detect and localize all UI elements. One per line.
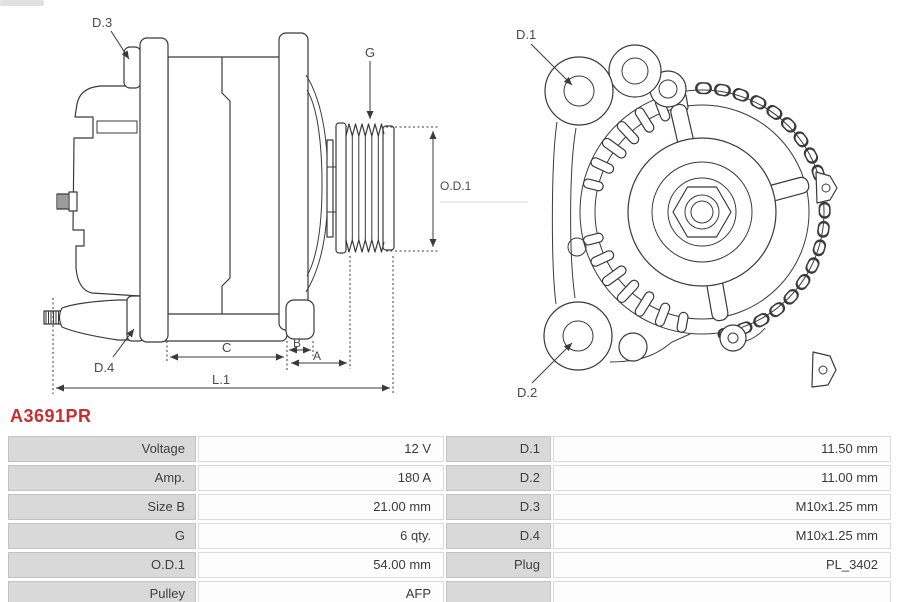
spec-label-plug: Plug — [446, 552, 551, 578]
technical-diagram: D.3 G O.D.1 D.4 C B A L.1 — [43, 15, 838, 400]
spec-label-d3: D.3 — [446, 494, 551, 520]
dim-label-d2: D.2 — [517, 385, 537, 400]
dim-label-c: C — [222, 340, 231, 355]
spec-label-od1: O.D.1 — [8, 552, 196, 578]
spec-label-amp: Amp. — [8, 465, 196, 491]
spec-value-d1: 11.50 mm — [553, 436, 891, 462]
spec-value-amp: 180 A — [198, 465, 444, 491]
spec-value-d3: M10x1.25 mm — [553, 494, 891, 520]
spec-table: Voltage 12 V D.1 11.50 mm Amp. 180 A D.2… — [8, 436, 893, 602]
spec-label-d2: D.2 — [446, 465, 551, 491]
spec-label-g: G — [8, 523, 196, 549]
spec-value-od1: 54.00 mm — [198, 552, 444, 578]
alternator-side-view: D.3 G O.D.1 D.4 C B A L.1 — [43, 15, 528, 394]
spec-value-g: 6 qty. — [198, 523, 444, 549]
part-number-link[interactable]: A3691PR — [10, 406, 92, 426]
dim-label-g: G — [365, 45, 375, 60]
spec-value-pulley: AFP — [198, 581, 444, 602]
dim-label-a: A — [313, 349, 321, 363]
spec-label-d1: D.1 — [446, 436, 551, 462]
spec-label-empty — [446, 581, 551, 602]
spec-value-empty — [553, 581, 891, 602]
dim-label-d1: D.1 — [516, 27, 536, 42]
spec-label-pulley: Pulley — [8, 581, 196, 602]
spec-value-d4: M10x1.25 mm — [553, 523, 891, 549]
alternator-front-view: D.1 D.2 — [516, 27, 838, 400]
dim-label-b: B — [293, 336, 301, 350]
spec-label-d4: D.4 — [446, 523, 551, 549]
spec-value-d2: 11.00 mm — [553, 465, 891, 491]
dim-label-d3: D.3 — [92, 15, 112, 30]
spec-value-size-b: 21.00 mm — [198, 494, 444, 520]
dim-label-d4: D.4 — [94, 360, 114, 375]
spec-label-size-b: Size B — [8, 494, 196, 520]
dim-label-l1: L.1 — [212, 372, 230, 387]
spec-value-plug: PL_3402 — [553, 552, 891, 578]
spec-value-voltage: 12 V — [198, 436, 444, 462]
corner-artifact — [0, 0, 44, 6]
dim-label-od1: O.D.1 — [440, 179, 472, 193]
spec-label-voltage: Voltage — [8, 436, 196, 462]
